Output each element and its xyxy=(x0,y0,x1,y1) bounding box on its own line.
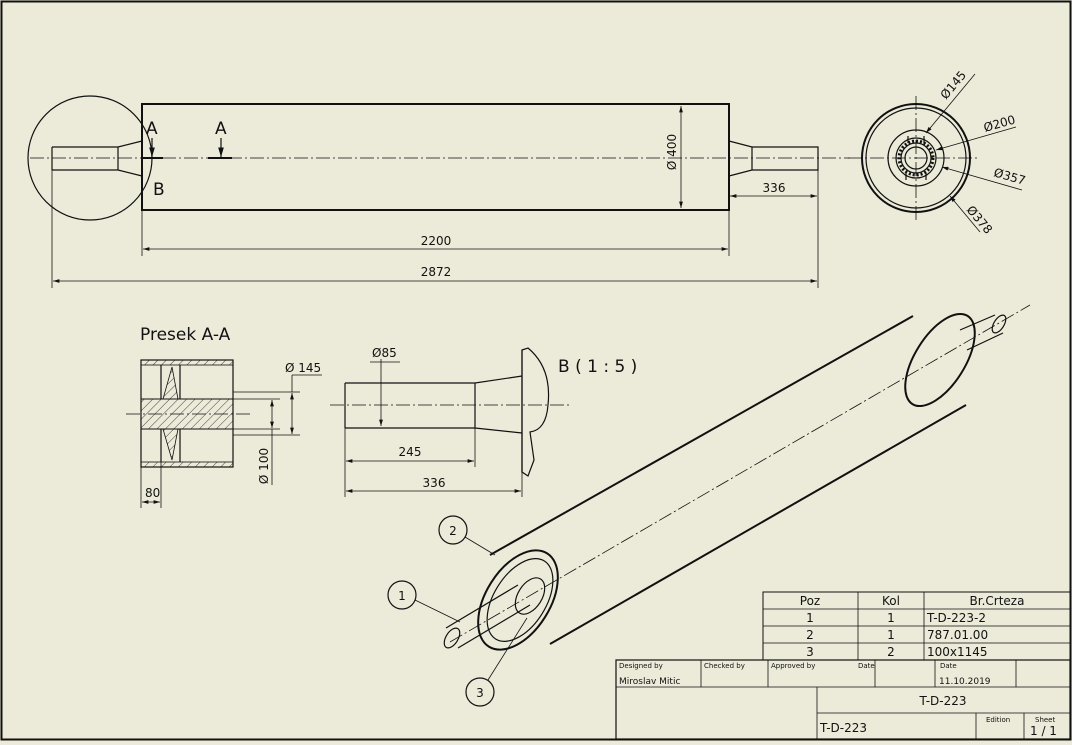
dim-85-detail: Ø85 xyxy=(372,346,397,360)
parts-row-3-drawing: 100x1145 xyxy=(927,645,988,659)
outer-circle xyxy=(861,103,971,213)
dim-400: Ø 400 xyxy=(665,134,679,170)
balloon-3 xyxy=(465,677,495,707)
iso-near-shaft-end xyxy=(443,627,461,649)
parts-row-1-drawing: T-D-223-2 xyxy=(926,611,986,625)
section-view: Presek A-A Ø 145 Ø 100 80 xyxy=(126,325,322,508)
balloon-1-leader xyxy=(414,599,461,623)
leader-357 xyxy=(941,166,1023,191)
balloon-1-label: 1 xyxy=(398,589,406,603)
parts-row-2-poz: 2 xyxy=(806,628,814,642)
leader-145 xyxy=(925,73,976,134)
detail-circle-b xyxy=(27,95,153,221)
iso-hub xyxy=(514,577,546,615)
iso-near-end xyxy=(477,549,559,651)
iso-body-edges xyxy=(489,315,967,645)
right-shaft xyxy=(728,140,819,177)
detail-shaft xyxy=(344,375,523,434)
sheet-label: Sheet xyxy=(1035,716,1055,724)
parts-list-grid xyxy=(763,592,1070,660)
detail-flange-break xyxy=(521,347,550,477)
section-title: Presek A-A xyxy=(140,325,231,345)
dim-357-side: Ø357 xyxy=(992,165,1027,187)
iso-far-end xyxy=(904,312,976,408)
designer-name: Miroslav Mitic xyxy=(619,677,680,687)
inner-tube-circle xyxy=(865,107,967,209)
balloon-2-leader xyxy=(464,536,496,556)
iso-far-shaft-end xyxy=(991,314,1007,334)
flange-lines xyxy=(160,365,181,462)
iso-near-inner xyxy=(486,558,554,642)
flange-circle xyxy=(887,129,945,187)
shaft-circle xyxy=(904,146,928,170)
iso-far-shaft xyxy=(959,314,1004,351)
parts-header-kol: Kol xyxy=(882,594,900,608)
parts-row-3-poz: 3 xyxy=(806,645,814,659)
detail-label-b: B xyxy=(153,180,165,200)
hatch-bottom-wall xyxy=(140,461,234,468)
sheet-number: 1 / 1 xyxy=(1030,724,1057,738)
dim-2872: 2872 xyxy=(421,265,452,279)
title-block-grid xyxy=(616,660,1070,739)
leader-200 xyxy=(935,126,1017,151)
iso-centerline xyxy=(449,304,1031,643)
balloon-3-label: 3 xyxy=(476,686,484,700)
dim-2200: 2200 xyxy=(421,234,452,248)
parts-header-drawing: Br.Crteza xyxy=(970,594,1025,608)
section-label-a1: A xyxy=(146,119,158,139)
detail-title: B ( 1 : 5 ) xyxy=(558,357,637,377)
leader-378 xyxy=(949,195,981,233)
approved-by-label: Approved by xyxy=(771,662,815,670)
parts-row-2-kol: 1 xyxy=(887,628,895,642)
left-shaft xyxy=(51,140,143,177)
designed-by-label: Designed by xyxy=(619,662,663,670)
date-label-1: Date xyxy=(858,662,875,670)
title-block: Designed by Checked by Approved by Date … xyxy=(615,659,1071,740)
dim-100-section: Ø 100 xyxy=(257,448,271,484)
side-view: Ø145 Ø200 Ø357 Ø378 xyxy=(848,68,1027,237)
edition-label: Edition xyxy=(986,716,1010,724)
hatch-top-wall xyxy=(140,359,234,366)
hub-marks xyxy=(905,136,927,180)
date-label-2: Date xyxy=(940,662,957,670)
drawing-date: 11.10.2019 xyxy=(939,677,991,687)
dim-336: 336 xyxy=(763,181,786,195)
iso-view: 1 2 3 xyxy=(387,304,1031,707)
parts-row-1-kol: 1 xyxy=(887,611,895,625)
balloon-2-label: 2 xyxy=(449,524,457,538)
hub-circle xyxy=(895,137,937,179)
bore-circle xyxy=(900,142,932,174)
parts-row-1-poz: 1 xyxy=(806,611,814,625)
dim-245-detail: 245 xyxy=(399,445,422,459)
balloon-1 xyxy=(387,580,417,610)
title-block-frame xyxy=(615,659,1071,740)
balloon-2 xyxy=(438,515,468,545)
front-view: A A B Ø 400 336 2200 2872 xyxy=(27,95,850,288)
bolt-circle xyxy=(897,139,935,177)
drawing-title: T-D-223 xyxy=(918,694,966,708)
drawing-number: T-D-223 xyxy=(819,721,867,735)
parts-row-2-drawing: 787.01.00 xyxy=(927,628,988,642)
section-label-a2: A xyxy=(215,119,227,139)
dim-80-section: 80 xyxy=(145,486,160,500)
dim-336-detail: 336 xyxy=(423,476,446,490)
parts-row-3-kol: 2 xyxy=(887,645,895,659)
parts-list: Poz Kol Br.Crteza 1 1 T-D-223-2 2 1 787.… xyxy=(762,591,1071,661)
dim-145-side: Ø145 xyxy=(938,68,970,102)
dim-145-section: Ø 145 xyxy=(285,361,321,375)
checked-by-label: Checked by xyxy=(704,662,745,670)
parts-header-poz: Poz xyxy=(800,594,820,608)
flange-hatch xyxy=(162,366,179,461)
roller-body xyxy=(141,103,730,211)
detail-view: B ( 1 : 5 ) Ø85 245 336 xyxy=(330,346,637,497)
balloon-3-leader xyxy=(487,617,528,681)
